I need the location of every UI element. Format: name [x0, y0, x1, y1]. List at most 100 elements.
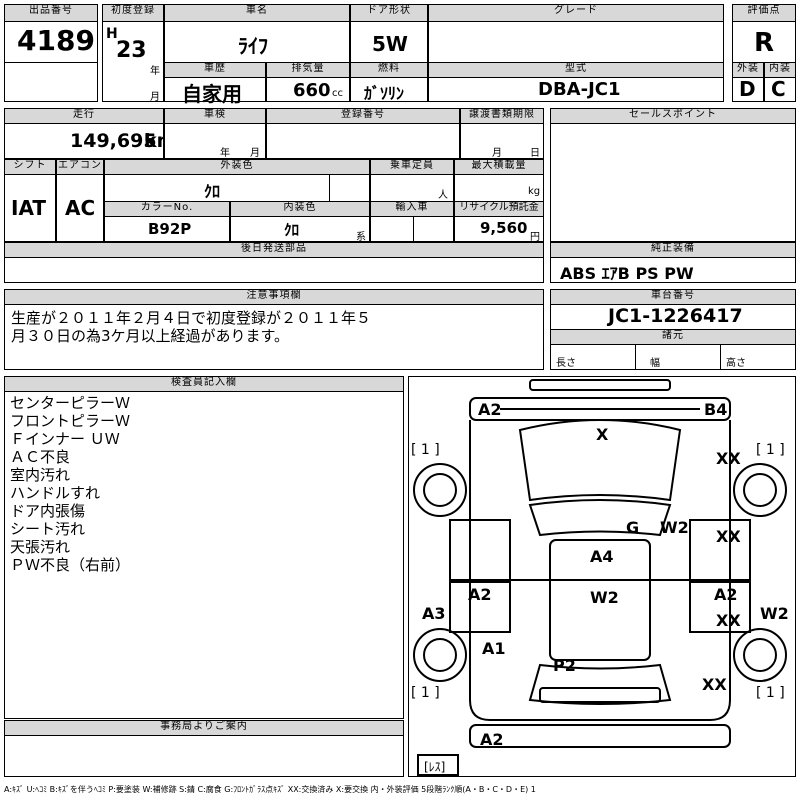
dims-height-label: 高さ	[726, 358, 746, 369]
history: 自家用	[182, 82, 242, 106]
grade-cell	[428, 21, 724, 63]
door-header: ドア形状	[350, 4, 428, 22]
inspector-cell: センターピラーＷ フロントピラーＷ Ｆインナー ＵＷ ＡＣ不良 室内汚れ ハンド…	[4, 391, 404, 719]
score-header: 評価点	[732, 4, 796, 22]
office-cell	[4, 735, 404, 777]
transfer-day-unit: 日	[530, 148, 540, 159]
ext-color: ｸﾛ	[204, 182, 221, 201]
history-header: 車歴	[164, 62, 266, 78]
mileage-cell	[4, 123, 164, 159]
first-reg-cell	[102, 21, 164, 102]
chassis-header: 車台番号	[550, 289, 796, 305]
shift-cell	[4, 174, 56, 242]
inspection-cell	[164, 123, 266, 159]
first-reg-header: 初度登録	[102, 4, 164, 22]
first-reg-era: H	[106, 26, 118, 42]
recycle-cell	[454, 216, 544, 242]
interior-header: 内装	[764, 62, 796, 78]
office-header: 事務局よりご案内	[4, 720, 404, 736]
equipment-cell	[550, 257, 796, 283]
load-header: 最大積載量	[454, 159, 544, 175]
lot-no-header: 出品番号	[4, 4, 98, 22]
lot-no: 4189	[17, 24, 95, 57]
ext-color-cell-2	[329, 174, 370, 202]
sales-point-cell	[550, 123, 796, 242]
int-color: ｸﾛ	[284, 221, 300, 239]
score: R	[754, 28, 775, 58]
inspector-item: Ｆインナー ＵＷ	[10, 430, 120, 448]
chassis-number: JC1-1226417	[608, 305, 743, 327]
inspector-item: センターピラーＷ	[10, 394, 131, 412]
first-reg-month-unit: 月	[150, 92, 160, 103]
displacement-unit: cc	[332, 88, 343, 99]
car-name-header: 車名	[164, 4, 350, 22]
sales-point-header: セールスポイント	[550, 108, 796, 124]
color-no-cell	[104, 216, 230, 242]
first-reg-year-unit: 年	[150, 66, 160, 77]
int-color-cell	[230, 216, 370, 242]
ac-header: エアコン	[56, 159, 104, 175]
inspector-item: シート汚れ	[10, 520, 86, 538]
ac: AC	[65, 196, 96, 220]
load-unit: kg	[528, 186, 541, 197]
import-cell-2	[413, 216, 454, 242]
lot-no-lower	[4, 62, 98, 102]
recycle: 9,560	[480, 219, 528, 237]
shift-header: シフト	[4, 159, 56, 175]
mileage: 149,695	[70, 130, 157, 152]
car-name: ﾗｲﾌ	[238, 34, 268, 58]
recycle-unit: 円	[530, 232, 540, 243]
exterior-cell	[732, 77, 764, 102]
capacity-header: 乗車定員	[370, 159, 454, 175]
ac-cell	[56, 174, 104, 242]
inspector-header: 検査員記入欄	[4, 376, 404, 392]
door: 5W	[372, 32, 408, 56]
dims-length-cell	[550, 344, 636, 370]
recycle-header: リサイクル預託金	[454, 201, 544, 217]
later-parts-header: 後日発送部品	[4, 242, 544, 258]
first-reg-year: 23	[116, 38, 147, 63]
exterior-header: 外装	[732, 62, 764, 78]
int-color-header: 内装色	[230, 201, 370, 217]
dims-width-cell	[635, 344, 721, 370]
transfer-month-unit: 月	[492, 148, 502, 159]
lot-no-cell	[4, 21, 98, 63]
capacity-unit: 人	[438, 190, 448, 201]
inspector-item: フロントピラーＷ	[10, 412, 131, 430]
inspector-item: ドア内張傷	[10, 502, 86, 520]
fuel: ｶﾞｿﾘﾝ	[364, 84, 405, 103]
import-cell	[370, 216, 414, 242]
shift: IAT	[11, 196, 47, 220]
equipment: ABS ｴｱB PS PW	[560, 264, 694, 283]
displacement-cell	[266, 77, 350, 102]
inspector-item: ＡＣ不良	[10, 448, 71, 466]
int-color-unit: 系	[356, 232, 366, 243]
load-cell	[454, 174, 544, 202]
displacement: 660	[293, 80, 331, 101]
color-no: B92P	[148, 220, 192, 238]
inspection-year-unit: 年	[220, 148, 230, 159]
equipment-header: 純正装備	[550, 242, 796, 258]
interior-cell	[764, 77, 796, 102]
ext-color-header: 外装色	[104, 159, 370, 175]
reg-no-header: 登録番号	[266, 108, 460, 124]
import-header: 輸入車	[370, 201, 454, 217]
history-cell	[164, 77, 266, 102]
legend: A:ｷｽﾞ U:ﾍｺﾐ B:ｷｽﾞを伴うﾍｺﾐ P:要塗装 W:補修跡 S:錆 …	[4, 785, 536, 794]
later-parts-cell	[4, 257, 544, 283]
inspector-item: ＰＷ不良（右前）	[10, 556, 131, 574]
dims-header: 諸元	[550, 329, 796, 345]
color-no-header: カラーNo.	[104, 201, 230, 217]
transfer-cell	[460, 123, 544, 159]
interior-score: C	[771, 77, 786, 101]
exterior-score: D	[739, 77, 756, 101]
inspector-item: 室内汚れ	[10, 466, 71, 484]
notes-line-1: 生産が２０１１年２月４日で初度登録が２０１１年５	[11, 309, 372, 327]
model: DBA-JC1	[538, 79, 621, 100]
dims-width-label: 幅	[650, 358, 660, 369]
notes-cell: 生産が２０１１年２月４日で初度登録が２０１１年５ 月３０日の為3ケ月以上経過があ…	[4, 304, 544, 370]
model-cell	[428, 77, 724, 102]
door-cell	[350, 21, 428, 63]
inspection-month-unit: 月	[250, 148, 260, 159]
inspector-item: 天張汚れ	[10, 538, 71, 556]
